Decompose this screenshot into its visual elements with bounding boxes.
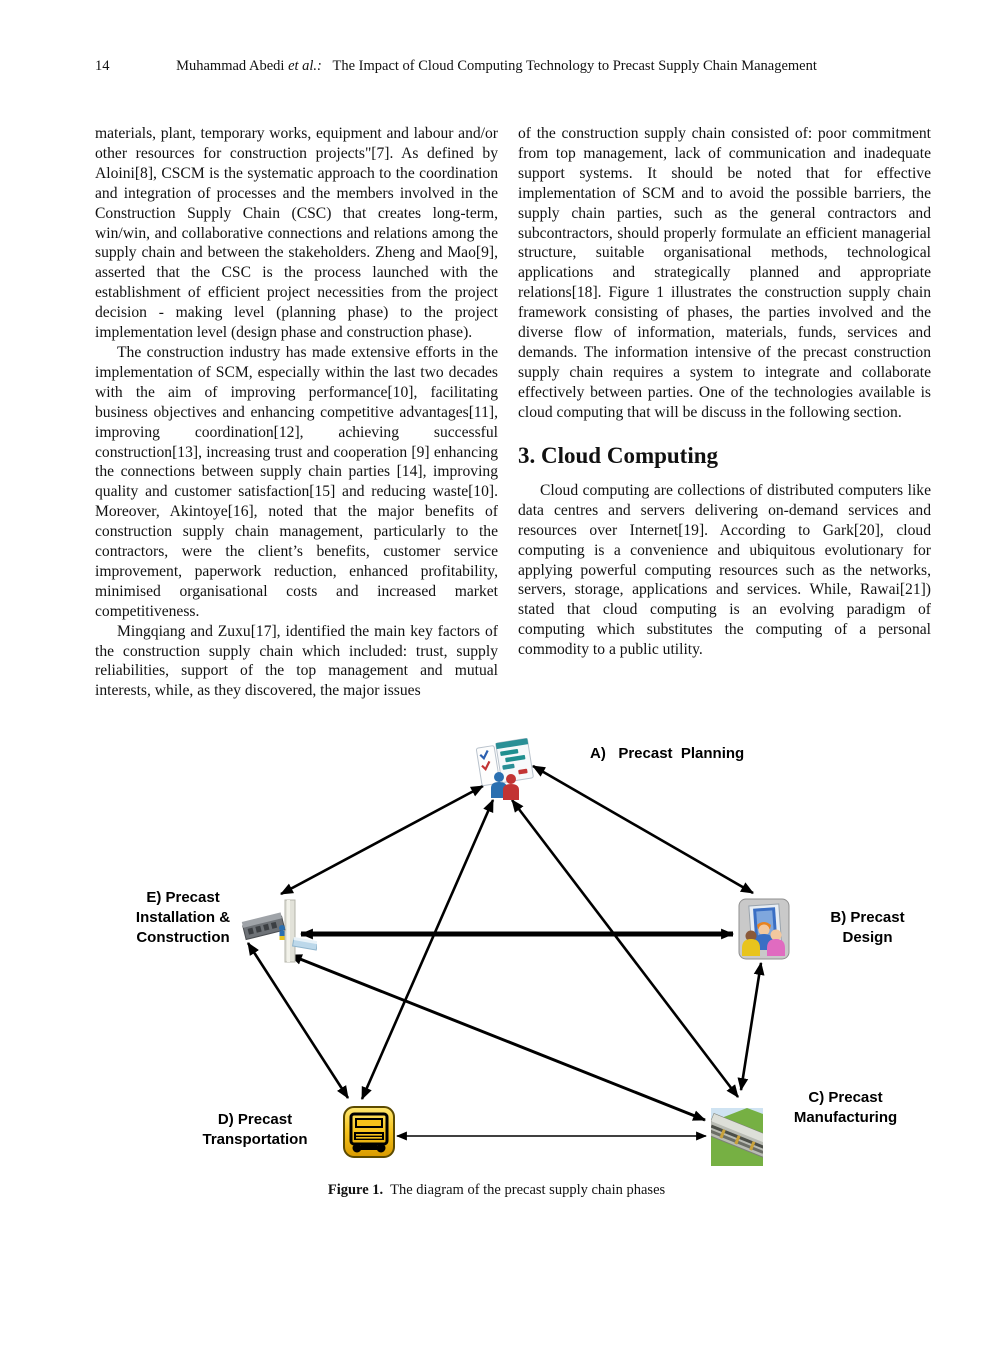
figure-caption-label: Figure 1. xyxy=(327,1182,384,1198)
figure-caption: Figure 1. The diagram of the precast sup… xyxy=(0,1182,993,1199)
design-label-line2: Design xyxy=(842,929,893,946)
left-paragraph-2: The construction industry has made exten… xyxy=(95,343,498,620)
installation-label-line1: E) Precast xyxy=(146,889,220,906)
figure-1-diagram: A) Precast Planning xyxy=(85,737,945,1178)
transportation-label-line1: D) Precast xyxy=(217,1111,293,1128)
edge-planning-installation xyxy=(280,784,484,896)
transportation-label: D) Precast Transportation xyxy=(180,1110,330,1150)
left-column: materials, plant, temporary works, equip… xyxy=(95,124,498,701)
design-label: B) Precast Design xyxy=(800,908,935,948)
section-heading-cloud-computing: 3. Cloud Computing xyxy=(518,442,719,468)
diagram-arrows xyxy=(246,764,765,1141)
crane-icon xyxy=(241,898,319,973)
header-title: The Impact of Cloud Computing Technology… xyxy=(321,58,817,74)
left-paragraph-1: materials, plant, temporary works, equip… xyxy=(95,125,498,342)
edge-planning-design xyxy=(532,764,754,895)
installation-label: E) Precast Installation & Construction xyxy=(103,888,263,948)
planning-icon xyxy=(473,737,537,805)
running-title: Muhammad Abedi et al.: The Impact of Clo… xyxy=(0,58,993,75)
left-paragraph-3: Mingqiang and Zuxu[17], identified the m… xyxy=(95,622,498,700)
manufacturing-label-line1: C) Precast xyxy=(808,1089,883,1106)
edge-design-manufacturing xyxy=(737,961,765,1092)
edge-installation-manufacturing xyxy=(288,953,707,1122)
header-authors: Muhammad Abedi xyxy=(176,58,289,74)
page-number: 14 xyxy=(95,58,110,74)
transportation-label-line2: Transportation xyxy=(202,1131,308,1148)
truck-icon xyxy=(343,1106,395,1163)
right-paragraph-2: Cloud computing are collections of distr… xyxy=(518,481,931,659)
edge-planning-manufacturing xyxy=(510,799,740,1098)
right-paragraph-1: of the construction supply chain consist… xyxy=(518,125,931,421)
planning-label: A) Precast Planning xyxy=(590,744,744,764)
figure-caption-text: The diagram of the precast supply chain … xyxy=(383,1182,666,1198)
manufacturing-icon xyxy=(705,1108,773,1171)
manufacturing-label-line2: Manufacturing xyxy=(793,1109,898,1126)
manufacturing-label: C) Precast Manufacturing xyxy=(773,1088,918,1128)
design-icon xyxy=(738,898,790,965)
header-etal: et al.: xyxy=(288,58,322,74)
edge-planning-transportation xyxy=(360,799,495,1100)
planning-label-text: A) Precast Planning xyxy=(590,745,745,762)
right-column: of the construction supply chain consist… xyxy=(518,124,931,660)
installation-label-line3: Construction xyxy=(136,929,230,946)
installation-label-line2: Installation & xyxy=(135,909,231,926)
design-label-line1: B) Precast xyxy=(830,909,905,926)
